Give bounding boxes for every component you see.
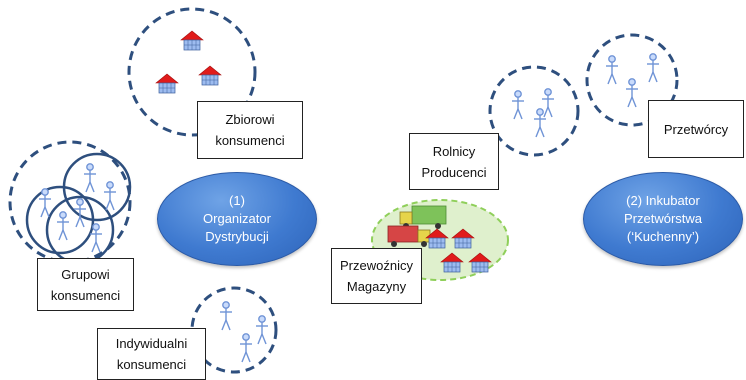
house-icon [180,30,204,51]
label-line: Rolnicy [432,143,476,159]
collective-consumers-label: Zbiorowi konsumenci [197,101,303,159]
label-line: Zbiorowi [225,112,275,127]
house-icon [198,65,222,86]
farmers-producers-label: Rolnicy Producenci [409,133,499,190]
individual-consumers-label: Indywidualni konsumenci [97,328,206,380]
house-icon [155,73,179,94]
person-icon [56,211,70,241]
hub-line: Dystrybucji [205,229,269,244]
person-icon [219,301,233,331]
hub-line: (1) [229,193,245,208]
processors-cluster [585,33,679,127]
person-icon [103,181,117,211]
hub-line: (2) Inkubator [626,193,700,208]
hub-line: Przetwórstwa [623,211,703,226]
label-line: Grupowi [61,266,110,282]
group-consumers-cluster [8,140,132,265]
person-icon [83,163,97,193]
label-line: Przewoźnicy [340,258,413,273]
farmers-cluster [488,65,580,157]
label-line: Przetwórcy [663,121,729,137]
label-line: Producenci [421,164,487,180]
hub-line: (‘Kuchenny’) [626,229,700,244]
label-line: Magazyny [346,279,407,294]
distribution-organizer-hub: (1) Organizator Dystrybucji [157,172,317,266]
label-line: Indywidualni [115,336,188,351]
person-icon [533,108,547,138]
person-icon [646,53,660,83]
person-icon [605,55,619,85]
label-line: konsumenci [215,133,285,148]
truck-icon [399,205,447,229]
person-icon [625,78,639,108]
label-line: konsumenci [50,287,121,303]
group-consumers-label: Grupowi konsumenci [37,258,134,311]
collective-consumers-cluster [127,7,257,137]
person-icon [239,333,253,363]
label-line: konsumenci [116,357,187,372]
person-icon [255,315,269,345]
person-icon [511,90,525,120]
carriers-warehouses-label: Przewoźnicy Magazyny [331,248,422,304]
individual-consumers-cluster [190,286,278,374]
processors-label: Przetwórcy [648,100,744,158]
processing-incubator-hub: (2) Inkubator Przetwórstwa (‘Kuchenny’) [583,172,743,266]
hub-line: Organizator [203,211,271,226]
truck-icon [387,225,431,247]
